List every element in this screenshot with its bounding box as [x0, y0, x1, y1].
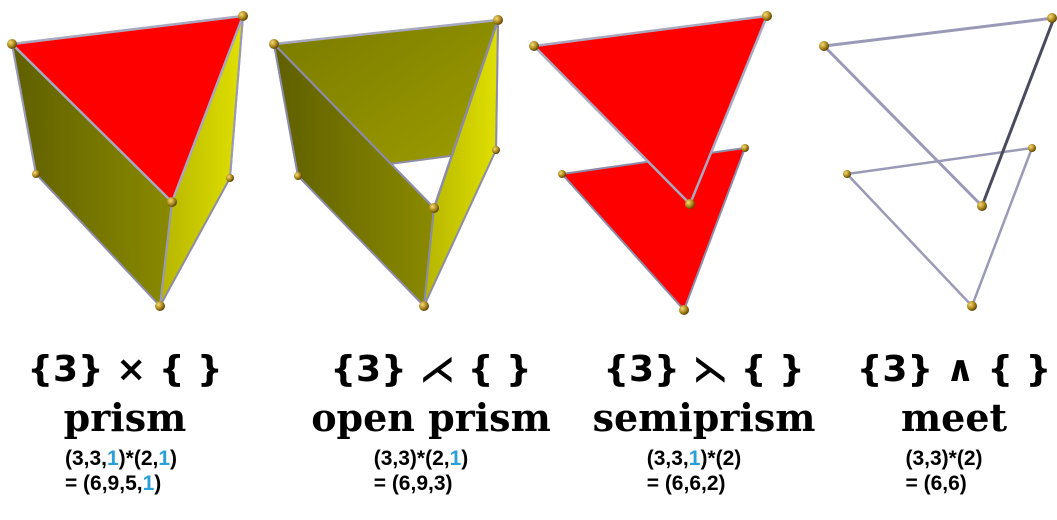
vertex-ball	[977, 201, 987, 211]
polytope-name: semiprism	[592, 395, 816, 440]
semiprism-figure	[529, 11, 772, 315]
formula-line-2: = (6,9,5,1)	[64, 472, 162, 495]
formula-line-1: (3,3,1)*(2)	[646, 447, 742, 470]
vertex-ball	[493, 15, 503, 25]
product-symbol: {3} ⋌ { }	[330, 349, 532, 390]
open-prism-edge	[273, 18, 499, 46]
formula-line-1: (3,3)*(2,1)	[373, 447, 469, 470]
polytope-illustrations	[7, 11, 1057, 315]
vertex-ball	[1028, 144, 1036, 152]
semiprism-upper-triangle	[531, 14, 769, 207]
vertex-ball	[167, 197, 177, 207]
vertex-ball	[558, 170, 566, 178]
product-symbol: {3} ∧ { }	[856, 349, 1052, 390]
open-prism-figure	[269, 15, 503, 311]
meet-edge	[980, 17, 1056, 207]
count-formula: (3,3,1)*(2) = (6,6,2)	[647, 446, 742, 496]
semiprism-lower-triangle	[560, 146, 747, 312]
formula-line-2: = (6,6,2)	[646, 472, 726, 495]
formula-line-1: (3,3)*(2)	[905, 447, 983, 470]
product-symbol: {3} ⋋ { }	[603, 349, 805, 390]
caption-semiprism: {3} ⋋ { } semiprism (3,3,1)*(2) = (6,6,2…	[584, 350, 824, 496]
count-formula: (3,3)*(2,1) = (6,9,3)	[374, 446, 469, 496]
vertex-ball	[967, 301, 977, 311]
vertex-ball	[155, 301, 165, 311]
vertex-ball	[1047, 13, 1057, 23]
vertex-ball	[238, 11, 248, 21]
vertex-ball	[685, 199, 695, 209]
prism-edge	[11, 43, 37, 175]
open-prism-edge	[432, 19, 500, 209]
count-formula: (3,3,1)*(2,1) = (6,9,5,1)	[65, 446, 177, 496]
vertex-ball	[7, 39, 17, 49]
vertex-ball	[819, 41, 829, 51]
prism-figure	[7, 11, 248, 311]
vertex-ball	[226, 174, 234, 182]
formula-line-1: (3,3,1)*(2,1)	[64, 447, 178, 470]
vertex-ball	[294, 172, 302, 180]
prism-top-face	[9, 14, 245, 205]
product-symbol: {3} × { }	[27, 349, 223, 390]
vertex-ball	[429, 203, 439, 213]
vertex-ball	[32, 170, 40, 178]
meet-edge	[822, 44, 984, 208]
vertex-ball	[269, 39, 279, 49]
caption-meet: {3} ∧ { } meet (3,3)*(2) = (6,6)	[856, 350, 1052, 496]
caption-open-prism: {3} ⋌ { } open prism (3,3)*(2,1) = (6,9,…	[300, 350, 562, 496]
prism-edge	[229, 15, 244, 179]
caption-prism: {3} × { } prism (3,3,1)*(2,1) = (6,9,5,1…	[0, 350, 250, 496]
formula-line-2: = (6,6)	[905, 472, 967, 495]
count-formula: (3,3)*(2) = (6,6)	[905, 446, 982, 496]
meet-figure	[819, 13, 1057, 311]
meet-lower-triangle	[846, 146, 1034, 309]
formula-line-2: = (6,9,3)	[373, 472, 453, 495]
vertex-ball	[741, 144, 749, 152]
meet-edge	[823, 16, 1055, 48]
open-prism-edge	[273, 43, 435, 209]
polytope-name: meet	[900, 395, 1008, 440]
vertex-ball	[843, 170, 851, 178]
vertex-ball	[529, 41, 539, 51]
prism-edge	[159, 201, 173, 307]
vertex-ball	[492, 146, 500, 154]
polytope-name: open prism	[311, 395, 551, 440]
vertex-ball	[762, 11, 772, 21]
vertex-ball	[679, 305, 689, 315]
vertex-ball	[419, 301, 429, 311]
polytope-name: prism	[63, 395, 187, 440]
